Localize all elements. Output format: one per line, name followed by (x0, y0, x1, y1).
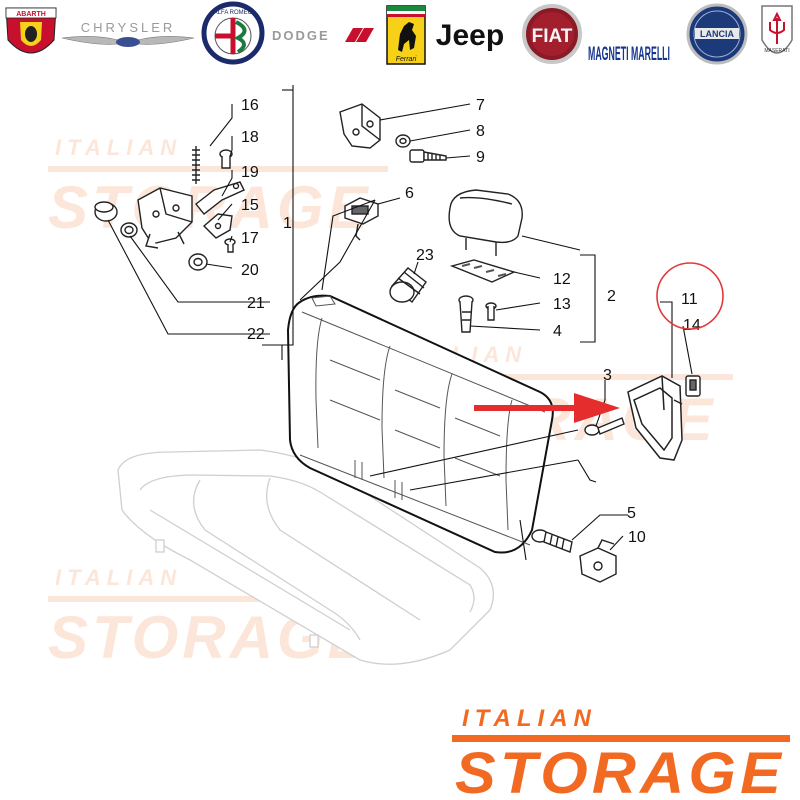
callout-17: 17 (241, 230, 259, 247)
callout-labels: 16 18 19 15 1 17 20 21 22 7 8 9 6 23 12 … (241, 97, 701, 546)
part-11-trim-cover (627, 375, 683, 461)
callout-3: 3 (603, 367, 612, 384)
svg-text:ABARTH: ABARTH (16, 11, 46, 18)
svg-text:CHRYSLER: CHRYSLER (81, 20, 176, 35)
callout-21: 21 (247, 295, 265, 312)
callout-4: 4 (553, 323, 562, 340)
ferrari-horse-logo-icon: Ferrari (386, 5, 426, 65)
svg-text:MAGNETI MARELLI: MAGNETI MARELLI (588, 44, 670, 65)
callout-8: 8 (476, 123, 485, 140)
part-3-screw (584, 417, 625, 436)
callout-1: 1 (283, 215, 292, 232)
svg-text:ALFA ROMEO: ALFA ROMEO (214, 10, 253, 16)
magneti-marelli-logo-icon: MAGNETI MARELLI (588, 44, 670, 65)
abarth-scorpion-logo-icon: ABARTH (5, 7, 57, 54)
part-12-headrest-guide (449, 259, 516, 283)
callout-5: 5 (627, 505, 636, 522)
part-17-rivet (224, 238, 236, 253)
part-8-washer (395, 134, 411, 148)
part-6-anchor-bracket (344, 197, 379, 241)
part-10-bracket (579, 539, 617, 583)
svg-text:FIAT: FIAT (532, 26, 573, 47)
chrysler-wings-logo-icon: CHRYSLER (61, 20, 195, 47)
callout-11: 11 (681, 291, 698, 308)
part-2-headrest (448, 189, 523, 256)
lancia-logo-icon: LANCIA (686, 3, 748, 65)
part-9-bolt (409, 149, 447, 163)
callout-12: 12 (553, 271, 571, 288)
red-arrow-icon (474, 393, 620, 423)
callout-2: 2 (607, 288, 616, 305)
svg-text:ITALIAN: ITALIAN (55, 135, 182, 160)
dodge-logo-icon: DODGE (272, 28, 374, 43)
italian-storage-logo: ITALIAN STORAGE (452, 705, 790, 800)
alfa-romeo-logo-icon: ALFA ROMEO (201, 1, 265, 65)
part-20-bushing (188, 253, 208, 271)
callout-19: 19 (241, 164, 259, 181)
part-4-bolt (458, 295, 474, 333)
part-19-lever (195, 181, 245, 215)
part-18-pin (219, 149, 233, 169)
jeep-logo-icon: Jeep (436, 19, 504, 52)
svg-text:LANCIA: LANCIA (700, 29, 734, 39)
callout-18: 18 (241, 129, 259, 146)
part-14-clip (685, 375, 701, 397)
svg-text:DODGE: DODGE (272, 28, 330, 43)
svg-text:Ferrari: Ferrari (396, 56, 417, 63)
callout-9: 9 (476, 149, 485, 166)
svg-text:ITALIAN: ITALIAN (462, 705, 597, 732)
brand-logo-strip: ABARTH CHRYSLER ALFA ROMEO DODGE (5, 1, 793, 65)
callout-23: 23 (416, 247, 434, 264)
callout-6: 6 (405, 185, 414, 202)
part-16-spring (192, 146, 200, 184)
part-7-hinge-bracket (339, 103, 381, 149)
seat-cushion-drawing (117, 449, 494, 665)
svg-text:STORAGE: STORAGE (455, 741, 785, 800)
callout-15: 15 (241, 197, 259, 214)
svg-text:MASERATI: MASERATI (764, 48, 789, 54)
part-21-ring (120, 222, 138, 238)
svg-text:ITALIAN: ITALIAN (55, 565, 182, 590)
part-15-plate (202, 213, 233, 239)
maserati-trident-logo-icon: MASERATI (761, 5, 793, 54)
fiat-logo-icon: FIAT (522, 4, 582, 64)
callout-22: 22 (247, 326, 265, 343)
part-hinge-assembly-left (137, 187, 193, 249)
part-5-bolt (531, 529, 573, 553)
callout-10: 10 (628, 529, 646, 546)
callout-13: 13 (553, 296, 571, 313)
part-13-screw (485, 302, 497, 321)
callout-14: 14 (683, 317, 701, 334)
callout-16: 16 (241, 97, 259, 114)
part-23-bushing (389, 267, 427, 304)
highlight-circle (656, 262, 724, 330)
leader-lines (107, 85, 693, 561)
svg-text:Jeep: Jeep (436, 19, 504, 52)
seat-backrest-details (299, 295, 546, 546)
callout-20: 20 (241, 262, 259, 279)
part-22-cap (94, 201, 118, 222)
callout-7: 7 (476, 97, 485, 114)
